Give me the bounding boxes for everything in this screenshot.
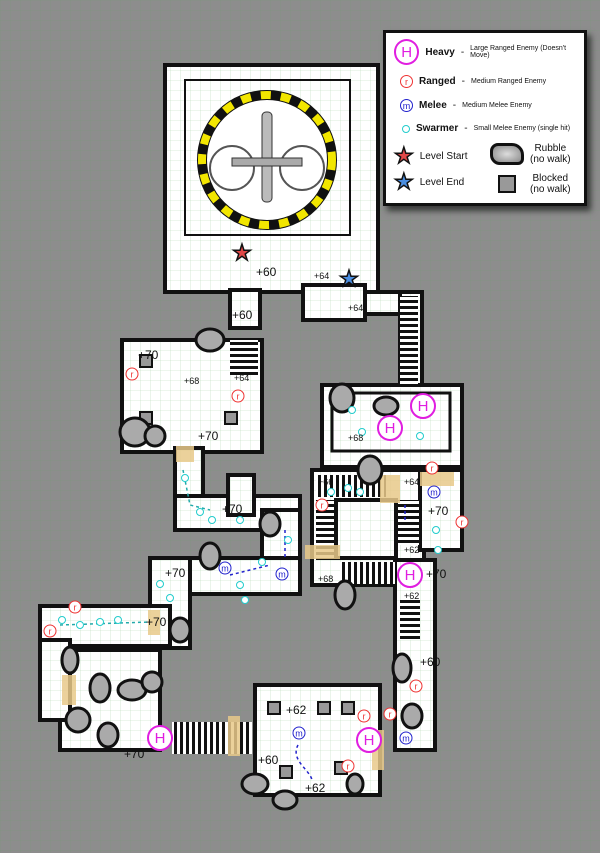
legend-heavy-label: Heavy	[425, 46, 455, 58]
swarmer-enemy-icon	[284, 536, 292, 544]
ranged-enemy-icon: r	[425, 461, 439, 475]
elevation-label: +64	[404, 477, 420, 487]
melee-enemy-icon: m	[275, 567, 289, 581]
elevation-label: +60	[256, 265, 277, 279]
ranged-enemy-icon: r	[409, 679, 423, 693]
ranged-enemy-icon: r	[43, 624, 57, 638]
swarmer-enemy-icon	[96, 618, 104, 626]
level-start-star-icon: ★	[231, 240, 252, 265]
rubble-icon	[490, 143, 524, 165]
swarmer-enemy-icon	[208, 516, 216, 524]
rubble	[60, 327, 424, 811]
elevation-label: +70	[146, 615, 167, 629]
swarmer-enemy-icon	[236, 581, 244, 589]
start-star-icon: ★	[393, 143, 414, 168]
swarmer-enemy-icon	[181, 474, 189, 482]
melee-enemy-icon: m	[427, 485, 441, 499]
elevation-label: +60	[258, 753, 279, 767]
heavy-enemy-icon: H	[147, 725, 173, 751]
ranged-enemy-icon: r	[357, 709, 371, 723]
swarmer-enemy-icon	[58, 616, 66, 624]
elevation-label: +60	[232, 308, 253, 322]
elevation-label: +70	[138, 348, 159, 362]
swarmer-enemy-icon	[76, 621, 84, 629]
heavy-enemy-icon: H	[356, 727, 382, 753]
elevation-label: +64	[314, 271, 330, 281]
swarmer-enemy-icon	[416, 432, 424, 440]
swarmer-enemy-icon	[156, 580, 164, 588]
legend-blocked-label: Blocked	[532, 173, 569, 184]
level-end-star-icon: ★	[338, 266, 359, 291]
blocked-tiles	[139, 354, 355, 779]
heavy-enemy-icon: H	[397, 562, 423, 588]
legend-start-label: Level Start	[419, 150, 468, 162]
elevation-label: +62	[404, 545, 420, 555]
legend-rubble-note: (no walk)	[530, 154, 571, 165]
swarmer-enemy-icon	[114, 616, 122, 624]
elevation-label: +62	[404, 591, 420, 601]
ranged-enemy-icon: r	[315, 498, 329, 512]
ranged-enemy-icon: r	[68, 600, 82, 614]
helipad	[184, 79, 351, 236]
melee-enemy-icon: m	[218, 561, 232, 575]
legend-ranged-desc: Medium Ranged Enemy	[471, 78, 547, 85]
swarmer-enemy-icon	[348, 406, 356, 414]
elevation-label: +70	[198, 429, 219, 443]
elevation-label: +68	[184, 376, 200, 386]
swarmer-enemy-icon	[166, 594, 174, 602]
elevation-label: +62	[286, 703, 307, 717]
swarmer-enemy-icon	[434, 546, 442, 554]
ranged-enemy-icon: r	[341, 759, 355, 773]
legend-melee-label: Melee	[419, 100, 447, 111]
swarmer-icon	[402, 124, 410, 133]
swarmer-enemy-icon	[241, 596, 249, 604]
patrol-paths	[59, 469, 406, 781]
elevation-label: +70	[428, 504, 449, 518]
swarmer-enemy-icon	[356, 488, 364, 496]
elevation-label: +68	[348, 433, 364, 443]
melee-enemy-icon: m	[292, 726, 306, 740]
legend-heavy-desc: Large Ranged Enemy (Doesn't Move)	[470, 45, 567, 59]
elevation-label: +62	[305, 781, 326, 795]
swarmer-enemy-icon	[196, 508, 204, 516]
swarmer-enemy-icon	[432, 526, 440, 534]
ranged-icon: r	[400, 75, 413, 88]
swarmer-enemy-icon	[358, 428, 366, 436]
swarmer-enemy-icon	[236, 516, 244, 524]
elevation-label: +66	[318, 477, 334, 487]
ranged-enemy-icon: r	[455, 515, 469, 529]
legend-rubble-label: Rubble	[534, 143, 567, 154]
swarmer-enemy-icon	[258, 558, 266, 566]
ranged-enemy-icon: r	[125, 367, 139, 381]
legend-blocked-note: (no walk)	[530, 184, 571, 195]
legend-swarmer-desc: Small Melee Enemy (single hit)	[473, 125, 571, 132]
legend-end-label: Level End	[419, 176, 465, 188]
elevation-label: +70	[222, 502, 243, 516]
elevation-label: +68	[318, 574, 334, 584]
elevation-label: +70	[124, 747, 145, 761]
end-star-icon: ★	[393, 169, 414, 194]
legend-swarmer-label: Swarmer	[416, 123, 459, 134]
legend-ranged-label: Ranged	[419, 76, 456, 87]
melee-icon: m	[400, 99, 413, 112]
elevation-label: +64	[234, 373, 250, 383]
elevation-label: +64	[348, 303, 364, 313]
legend-melee-desc: Medium Melee Enemy	[462, 102, 532, 109]
elevation-label: +70	[165, 566, 186, 580]
doors	[62, 446, 454, 770]
heavy-enemy-icon: H	[377, 415, 403, 441]
melee-enemy-icon: m	[399, 731, 413, 745]
ranged-enemy-icon: r	[383, 707, 397, 721]
elevation-label: +70	[426, 567, 447, 581]
heavy-icon: H	[394, 39, 420, 65]
ranged-enemy-icon: r	[231, 389, 245, 403]
blocked-icon	[498, 175, 516, 193]
swarmer-enemy-icon	[344, 484, 352, 492]
swarmer-enemy-icon	[327, 488, 335, 496]
heavy-enemy-icon: H	[410, 393, 436, 419]
elevation-label: +60	[420, 655, 441, 669]
